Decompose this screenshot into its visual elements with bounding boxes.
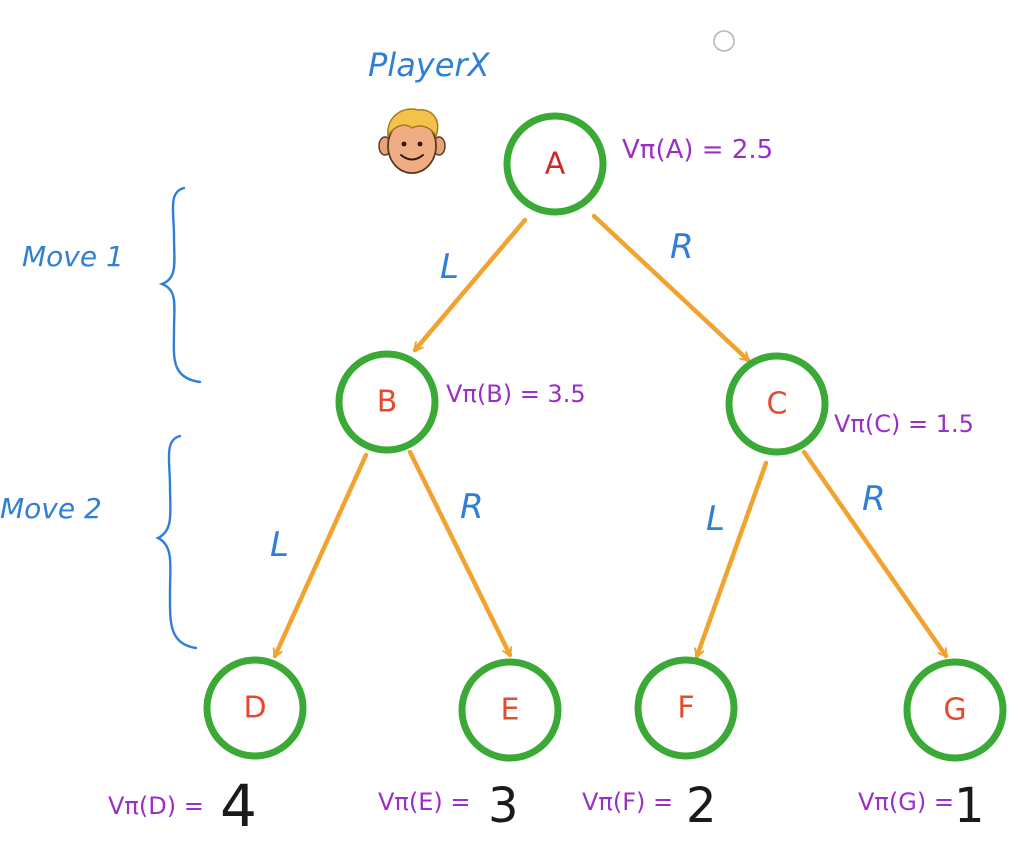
move-1-brace [158, 186, 202, 384]
edge-b-e [407, 449, 513, 658]
node-c [725, 352, 829, 456]
smiling-face-icon [378, 108, 446, 174]
value-number-g: 1 [954, 778, 985, 834]
value-prefix-e: Vπ(E) = [378, 788, 471, 816]
node-label-d: D [243, 691, 266, 726]
node-label-g: G [943, 693, 966, 728]
node-a [503, 112, 607, 216]
edge-label-c-f: L [706, 499, 725, 539]
value-number-f: 2 [686, 778, 717, 834]
edges-layer: L R L R L R [270, 213, 949, 659]
edge-label-c-g: R [862, 479, 886, 519]
values-layer: Vπ(A) = 2.5Vπ(B) = 3.5Vπ(C) = 1.5Vπ(D) =… [108, 135, 985, 840]
node-label-a: A [545, 147, 566, 182]
nodes-layer: A B C D E F G [203, 112, 1007, 762]
value-prefix-f: Vπ(F) = [582, 788, 673, 816]
node-g [903, 658, 1007, 762]
edge-a-c [591, 213, 751, 363]
move-1-label: Move 1 [22, 240, 124, 273]
edge-a-b [412, 217, 528, 353]
value-annotation-a: Vπ(A) = 2.5 [622, 135, 773, 165]
value-number-d: 4 [220, 772, 257, 840]
node-d [203, 656, 307, 760]
node-label-f: F [677, 691, 694, 726]
node-label-c: C [767, 387, 788, 422]
move-2-brace [155, 434, 198, 650]
corner-dot-icon [713, 30, 735, 52]
move-2-label: Move 2 [0, 492, 102, 525]
value-annotation-c: Vπ(C) = 1.5 [834, 410, 974, 438]
player-label: PlayerX [368, 46, 491, 84]
node-label-b: B [377, 385, 398, 420]
edge-c-f [694, 460, 769, 659]
node-b [335, 350, 439, 454]
value-prefix-d: Vπ(D) = [108, 792, 204, 820]
edge-b-d [272, 452, 369, 659]
value-prefix-g: Vπ(G) = [858, 788, 954, 816]
edge-label-a-b: L [440, 247, 459, 287]
value-annotation-b: Vπ(B) = 3.5 [446, 380, 586, 408]
edge-label-a-c: R [670, 227, 694, 267]
value-number-e: 3 [488, 778, 519, 834]
edge-c-g [801, 449, 949, 659]
node-f [634, 656, 738, 760]
node-label-e: E [501, 693, 520, 728]
edge-label-b-e: R [460, 487, 484, 527]
node-e [458, 658, 562, 762]
edge-label-b-d: L [270, 525, 289, 565]
